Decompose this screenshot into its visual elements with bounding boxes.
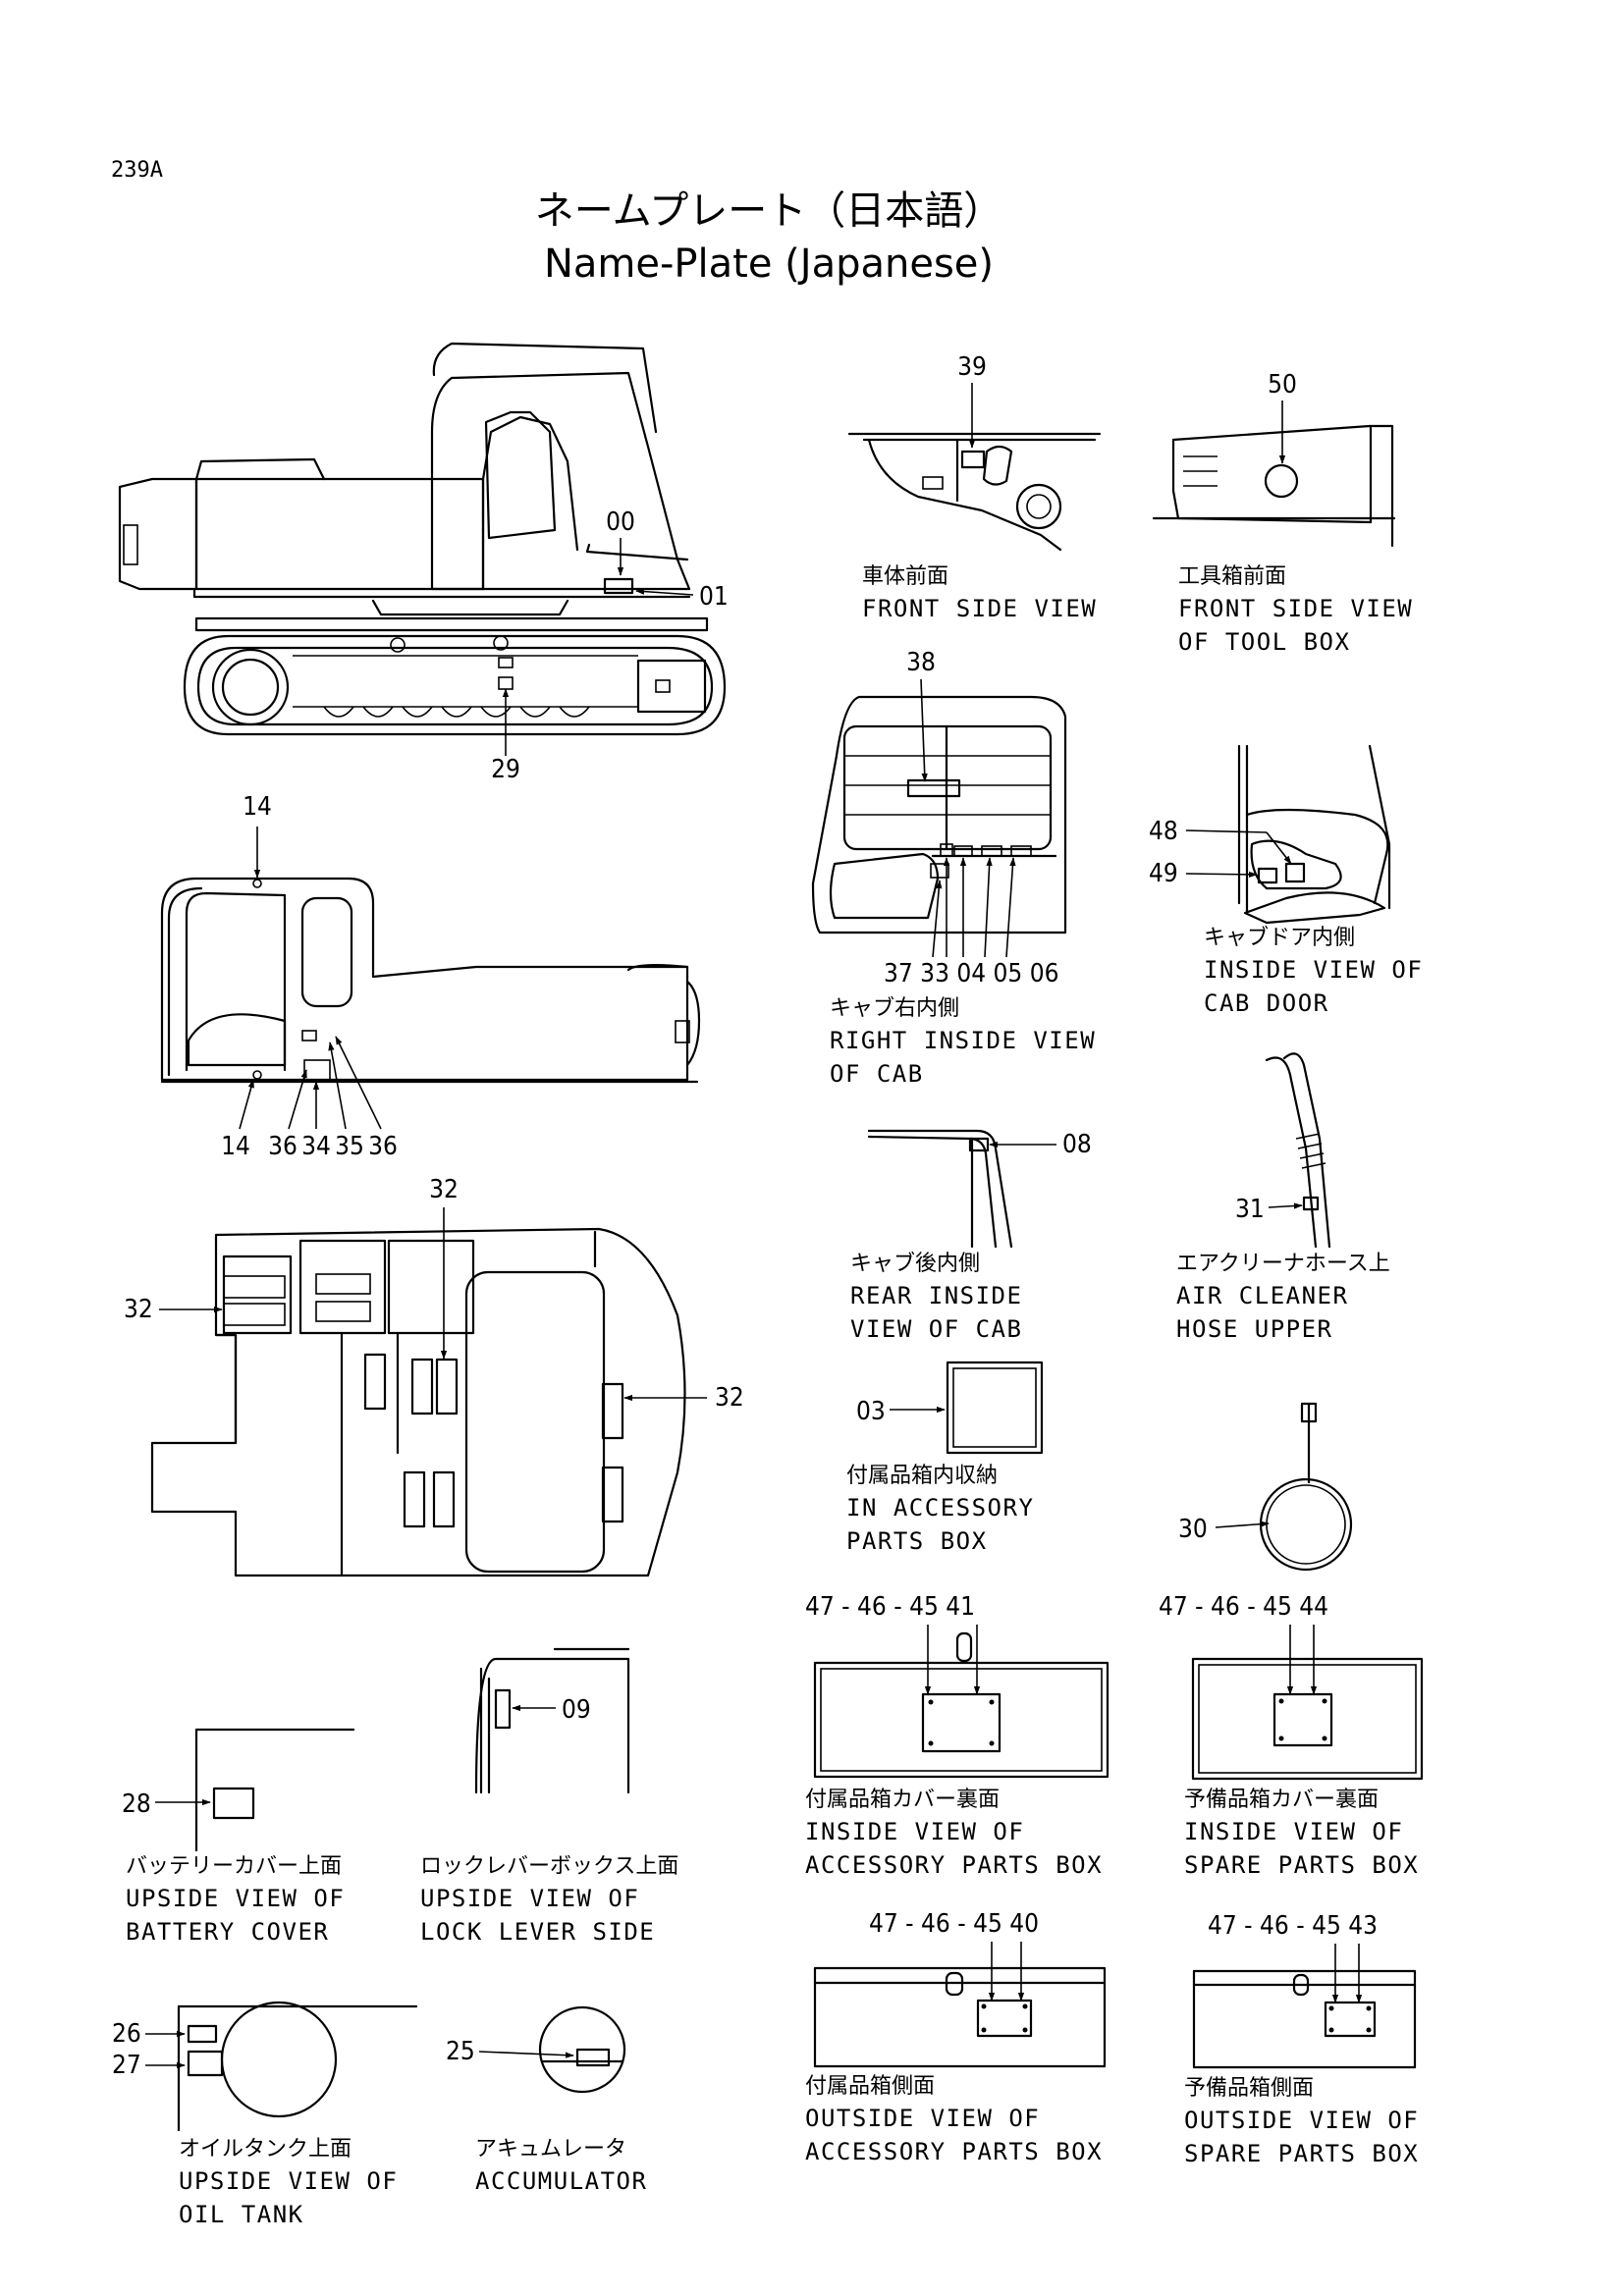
- callout-29: 29: [491, 755, 520, 784]
- rear-cab-jp: キャブ後内側: [850, 1252, 980, 1276]
- callout-39: 39: [957, 352, 987, 382]
- right-cab-en-2: OF CAB: [830, 1060, 924, 1088]
- accumulator-drawing: [538, 2005, 626, 2094]
- acc-cover-drawing: [813, 1631, 1110, 1779]
- spare-cover-jp: 予備品箱カバー裏面: [1184, 1788, 1379, 1812]
- callout-25: 25: [446, 2037, 475, 2066]
- callout-32-right: 32: [715, 1383, 744, 1413]
- battery-en-2: BATTERY COVER: [126, 1918, 329, 1946]
- callout-49: 49: [1149, 859, 1178, 888]
- acc-side-drawing: [813, 1966, 1107, 2068]
- right-cab-en-1: RIGHT INSIDE VIEW: [830, 1027, 1096, 1054]
- spare-cover-en-1: INSIDE VIEW OF: [1184, 1818, 1403, 1845]
- callout-36-left: 36: [268, 1132, 298, 1161]
- air-hose-jp: エアクリーナホース上: [1176, 1252, 1390, 1276]
- accumulator-jp: アキュムレータ: [475, 2137, 626, 2162]
- title-english: Name-Plate (Japanese): [544, 241, 994, 287]
- acc-in-jp: 付属品箱内収納: [846, 1464, 998, 1488]
- callout-50: 50: [1268, 370, 1297, 400]
- spare-side-drawing: [1192, 1969, 1417, 2069]
- upper-structure-top-view: [150, 1227, 686, 1577]
- acc-in-en-2: PARTS BOX: [846, 1527, 988, 1555]
- callout-48: 48: [1149, 817, 1178, 846]
- cab-door-jp: キャブドア内側: [1204, 926, 1355, 950]
- acc-in-en-1: IN ACCESSORY: [846, 1494, 1034, 1522]
- callout-32-left: 32: [124, 1295, 153, 1324]
- page-code: 239A: [111, 158, 163, 183]
- callout-36-right: 36: [368, 1132, 398, 1161]
- front-side-view-en: FRONT SIDE VIEW: [862, 595, 1097, 622]
- accessory-box-content-drawing: [946, 1361, 1044, 1455]
- callout-14-bottom: 14: [221, 1132, 250, 1161]
- oil-tank-en-2: OIL TANK: [179, 2201, 304, 2228]
- acc-cover-callouts: 47 - 46 - 45 41: [805, 1592, 975, 1622]
- callout-38: 38: [906, 648, 936, 677]
- callout-26: 26: [112, 2019, 141, 2049]
- tool-box-en-2: OF TOOL BOX: [1178, 628, 1350, 656]
- lock-lever-box-drawing: [474, 1647, 630, 1794]
- callout-31: 31: [1235, 1195, 1265, 1224]
- spare-side-en-2: SPARE PARTS BOX: [1184, 2140, 1419, 2167]
- callout-28: 28: [122, 1789, 151, 1819]
- lock-lever-en-2: LOCK LEVER SIDE: [420, 1918, 655, 1946]
- right-inside-cab-drawing: [811, 695, 1067, 934]
- front-side-view-drawing: [847, 432, 1102, 552]
- callout-27: 27: [112, 2051, 141, 2080]
- spare-side-jp: 予備品箱側面: [1184, 2076, 1314, 2101]
- acc-cover-en-1: INSIDE VIEW OF: [805, 1818, 1024, 1845]
- oil-tank-en-1: UPSIDE VIEW OF: [179, 2167, 398, 2195]
- oil-tank-jp: オイルタンク上面: [179, 2137, 352, 2162]
- acc-side-en-2: ACCESSORY PARTS BOX: [805, 2138, 1103, 2165]
- lock-lever-jp: ロックレバーボックス上面: [420, 1854, 678, 1879]
- callout-03: 03: [856, 1397, 886, 1426]
- lock-lever-en-1: UPSIDE VIEW OF: [420, 1885, 639, 1912]
- cab-door-en-2: CAB DOOR: [1204, 989, 1329, 1017]
- acc-cover-en-2: ACCESSORY PARTS BOX: [805, 1851, 1103, 1879]
- callout-34: 34: [301, 1132, 331, 1161]
- callout-14-top: 14: [243, 792, 272, 822]
- tool-box-front-drawing: [1152, 424, 1396, 548]
- callout-35: 35: [335, 1132, 364, 1161]
- rear-cab-en-2: VIEW OF CAB: [850, 1315, 1022, 1343]
- excavator-side-view: [118, 342, 727, 736]
- rear-cab-en-1: REAR INSIDE: [850, 1282, 1022, 1309]
- acc-side-en-1: OUTSIDE VIEW OF: [805, 2105, 1040, 2132]
- callout-09: 09: [562, 1695, 591, 1725]
- callout-01: 01: [699, 582, 729, 612]
- spare-side-en-1: OUTSIDE VIEW OF: [1184, 2107, 1419, 2134]
- spare-cover-drawing: [1191, 1657, 1424, 1781]
- battery-cover-drawing: [194, 1728, 355, 1852]
- spare-side-callouts: 47 - 46 - 45 43: [1208, 1911, 1378, 1941]
- acc-side-jp: 付属品箱側面: [805, 2074, 935, 2099]
- acc-side-callouts: 47 - 46 - 45 40: [869, 1909, 1039, 1939]
- front-side-view-jp: 車体前面: [862, 564, 948, 589]
- rear-inside-cab-drawing: [867, 1129, 1013, 1249]
- air-hose-en-2: HOSE UPPER: [1176, 1315, 1333, 1343]
- oil-tank-drawing: [177, 2001, 418, 2132]
- right-cab-jp: キャブ右内側: [830, 996, 959, 1021]
- tool-box-en-1: FRONT SIDE VIEW: [1178, 595, 1413, 622]
- accumulator-en: ACCUMULATOR: [475, 2167, 647, 2195]
- callout-00: 00: [606, 507, 635, 537]
- cab-door-en-1: INSIDE VIEW OF: [1204, 956, 1423, 984]
- callout-08: 08: [1062, 1130, 1092, 1159]
- callout-30: 30: [1178, 1515, 1208, 1544]
- callout-row-37-06: 37 33 04 05 06: [884, 959, 1059, 988]
- spare-cover-callouts: 47 - 46 - 45 44: [1159, 1592, 1328, 1622]
- spare-cover-en-2: SPARE PARTS BOX: [1184, 1851, 1419, 1879]
- hose-band-drawing: [1259, 1402, 1353, 1572]
- cab-side-drawing: [160, 877, 701, 1084]
- air-cleaner-hose-drawing: [1265, 1052, 1331, 1249]
- battery-en-1: UPSIDE VIEW OF: [126, 1885, 345, 1912]
- callout-32-top: 32: [429, 1175, 459, 1204]
- cab-door-drawing: [1237, 744, 1391, 925]
- title-japanese: ネームプレート（日本語）: [535, 188, 1002, 234]
- air-hose-en-1: AIR CLEANER: [1176, 1282, 1348, 1309]
- tool-box-jp: 工具箱前面: [1178, 564, 1286, 589]
- acc-cover-jp: 付属品箱カバー裏面: [805, 1788, 1000, 1812]
- battery-jp: バッテリーカバー上面: [126, 1854, 342, 1879]
